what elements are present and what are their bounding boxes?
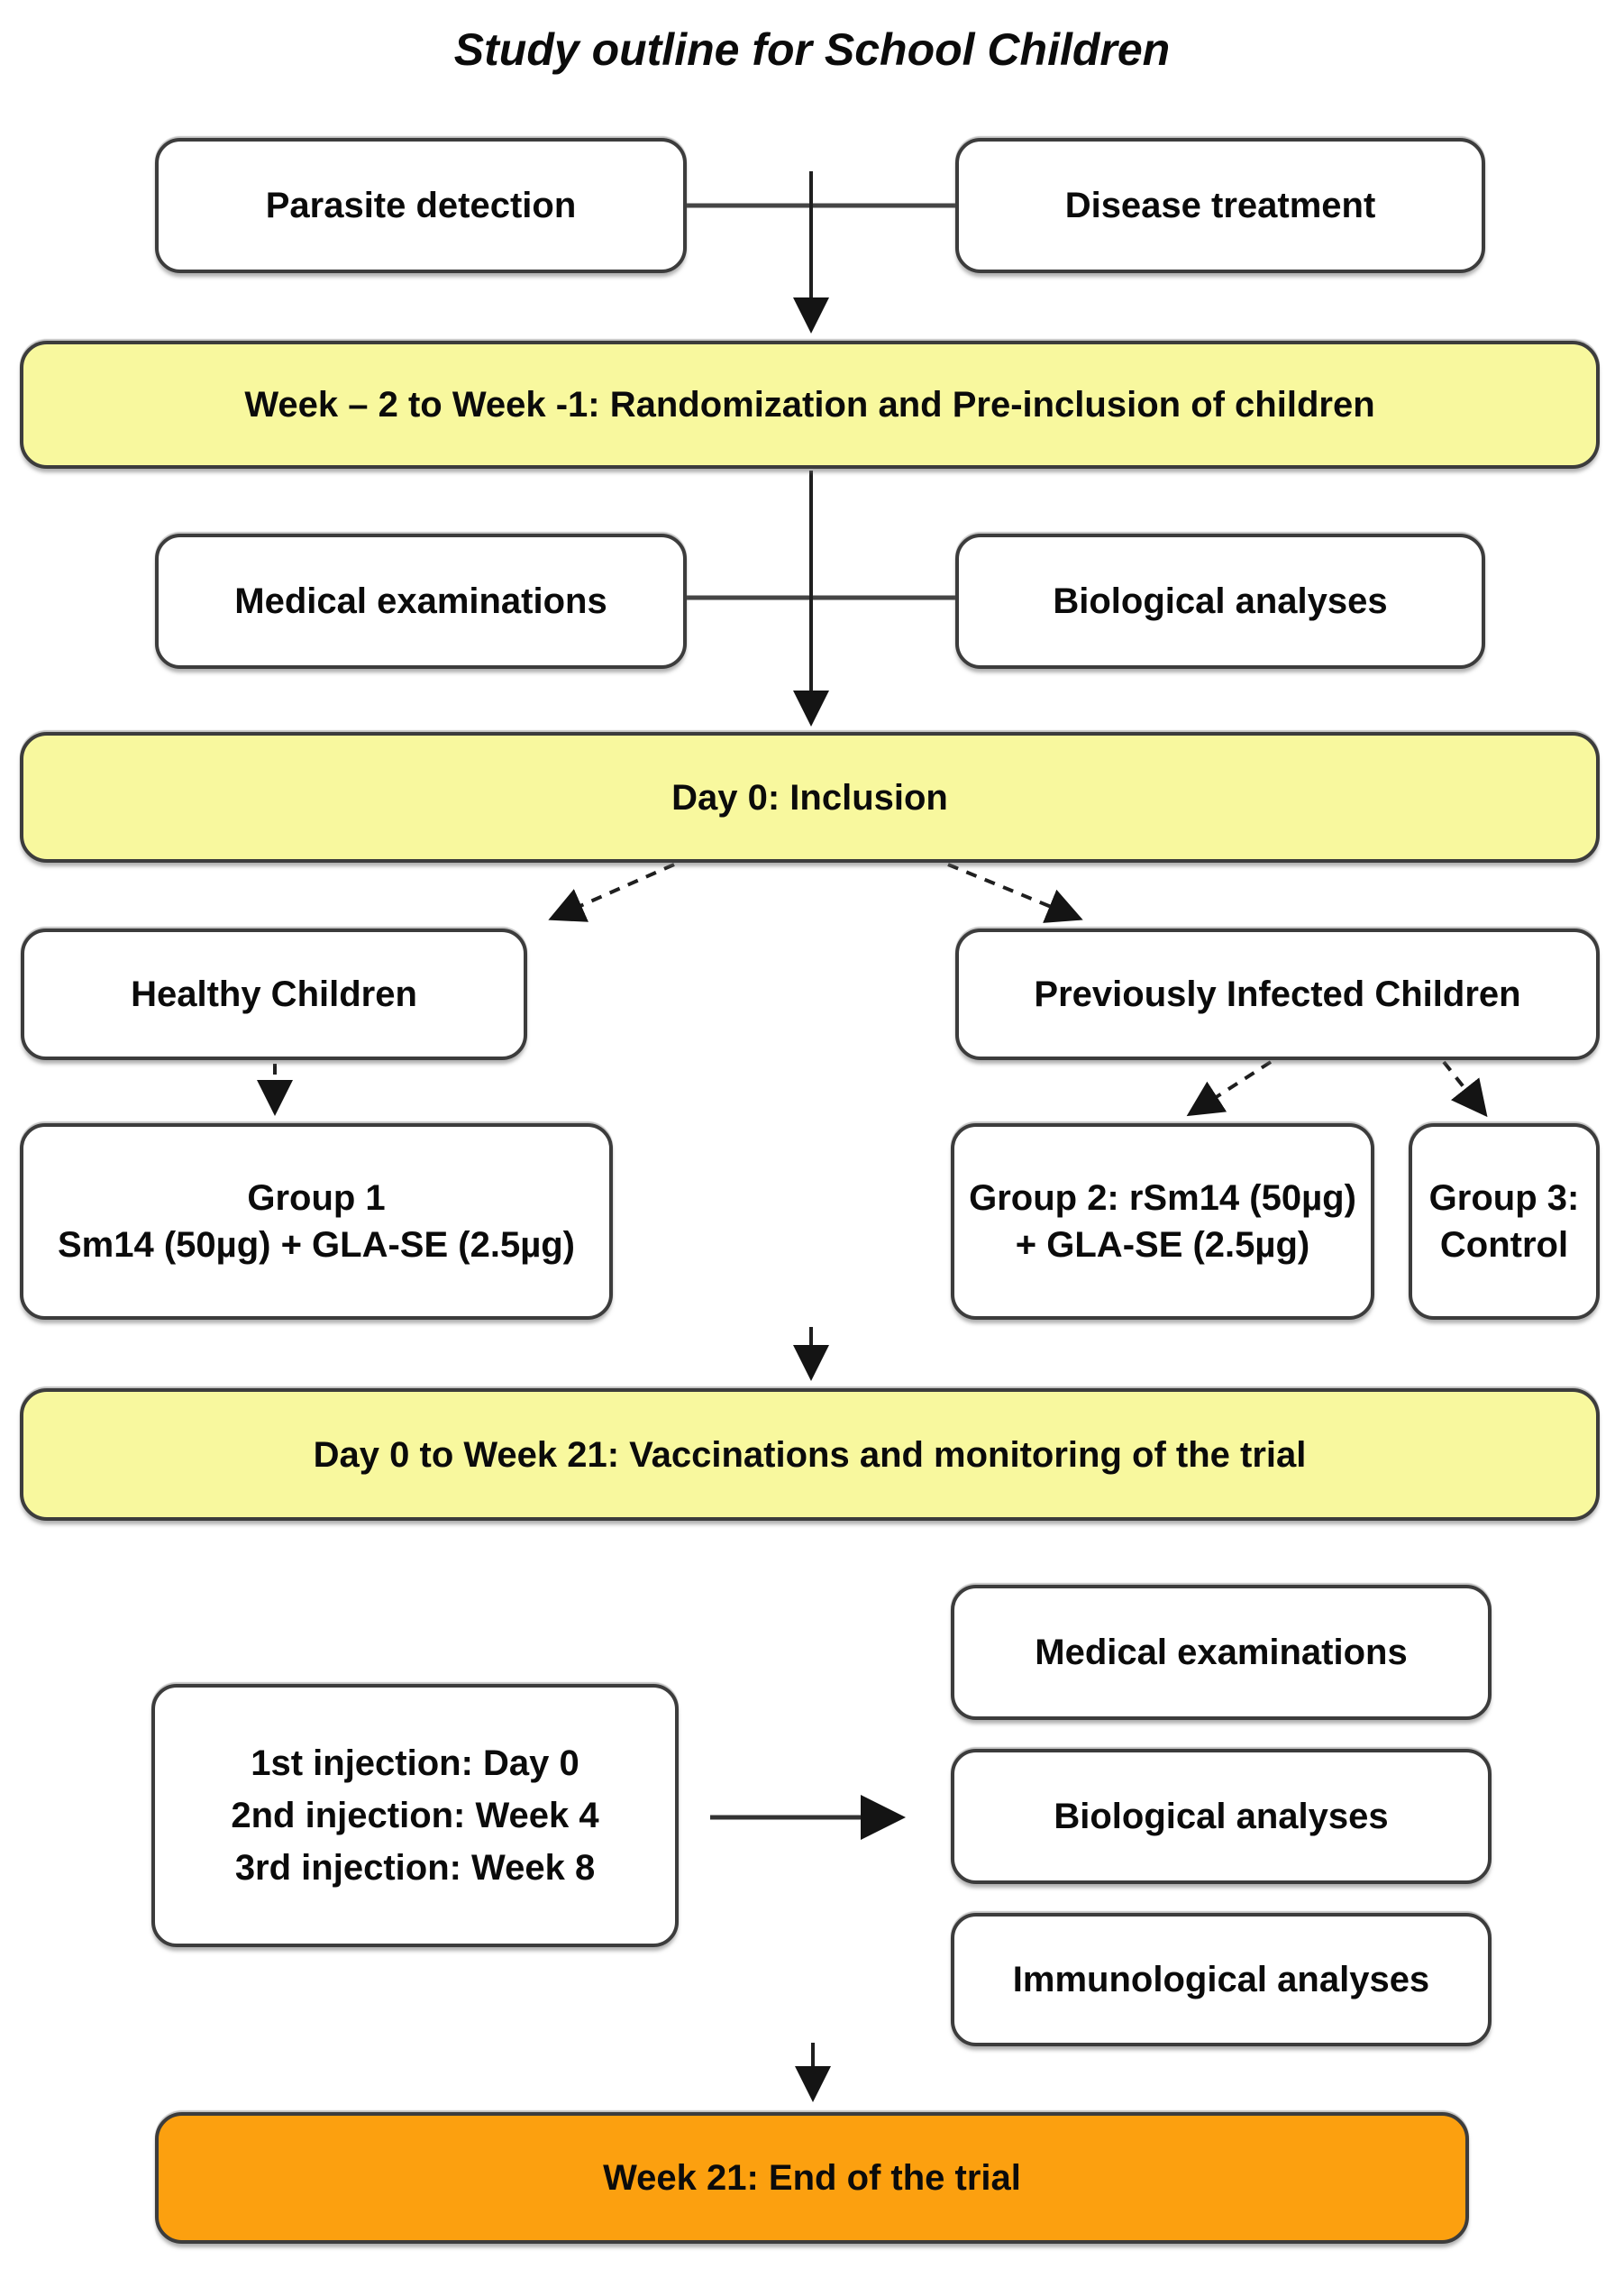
disease-treatment-box: Disease treatment xyxy=(955,138,1485,273)
dashed-arrow-to-group3 xyxy=(1442,1060,1488,1118)
biological-analyses-pre-label: Biological analyses xyxy=(1053,581,1388,621)
biological-analyses-trial-label: Biological analyses xyxy=(1054,1797,1389,1836)
biological-analyses-trial-box: Biological analyses xyxy=(951,1749,1492,1884)
immunological-analyses-box: Immunological analyses xyxy=(951,1913,1492,2046)
inclusion-stage-bar: Day 0: Inclusion xyxy=(20,732,1600,863)
injection-line2: 2nd injection: Week 4 xyxy=(231,1796,599,1835)
healthy-children-box: Healthy Children xyxy=(21,929,527,1060)
group3-line1: Group 3: xyxy=(1428,1178,1580,1218)
injection-line3: 3rd injection: Week 8 xyxy=(234,1848,596,1888)
randomization-stage-label: Week – 2 to Week -1: Randomization and P… xyxy=(244,385,1375,425)
medical-examinations-pre-label: Medical examinations xyxy=(234,581,607,621)
group1-line1: Group 1 xyxy=(247,1178,386,1218)
disease-treatment-label: Disease treatment xyxy=(1064,186,1376,225)
group1-line2: Sm14 (50µg) + GLA-SE (2.5µg) xyxy=(57,1225,575,1265)
previously-infected-children-label: Previously Infected Children xyxy=(1034,974,1521,1014)
group3-line2: Control xyxy=(1439,1225,1569,1265)
inclusion-stage-label: Day 0: Inclusion xyxy=(671,777,948,818)
immunological-analyses-label: Immunological analyses xyxy=(1012,1960,1430,1999)
injection-line1: 1st injection: Day 0 xyxy=(251,1743,579,1783)
dashed-arrow-to-previously-infected xyxy=(947,863,1083,923)
end-of-trial-label: Week 21: End of the trial xyxy=(603,2158,1021,2198)
medical-examinations-trial-label: Medical examinations xyxy=(1035,1633,1408,1672)
dashed-arrow-to-group2 xyxy=(1186,1060,1273,1117)
previously-infected-children-box: Previously Infected Children xyxy=(955,929,1600,1060)
parasite-detection-box: Parasite detection xyxy=(155,138,687,273)
vaccination-stage-label: Day 0 to Week 21: Vaccinations and monit… xyxy=(313,1434,1307,1475)
injection-schedule-box: 1st injection: Day 0 2nd injection: Week… xyxy=(151,1684,679,1947)
parasite-detection-label: Parasite detection xyxy=(265,186,577,225)
randomization-stage-bar: Week – 2 to Week -1: Randomization and P… xyxy=(20,341,1600,469)
vaccination-stage-bar: Day 0 to Week 21: Vaccinations and monit… xyxy=(20,1388,1600,1521)
biological-analyses-pre-box: Biological analyses xyxy=(955,534,1485,669)
group2-line1: Group 2: rSm14 (50µg) xyxy=(969,1178,1356,1218)
group2-box: Group 2: rSm14 (50µg) + GLA-SE (2.5µg) xyxy=(951,1123,1374,1320)
medical-examinations-trial-box: Medical examinations xyxy=(951,1585,1492,1720)
medical-examinations-pre-box: Medical examinations xyxy=(155,534,687,669)
diagram-title: Study outline for School Children xyxy=(453,24,1171,75)
dashed-arrow-to-healthy-children xyxy=(548,863,675,922)
end-of-trial-bar: Week 21: End of the trial xyxy=(155,2112,1469,2244)
healthy-children-label: Healthy Children xyxy=(131,974,417,1014)
group2-line2: + GLA-SE (2.5µg) xyxy=(1015,1225,1310,1265)
group3-box: Group 3: Control xyxy=(1409,1123,1600,1320)
group1-box: Group 1 Sm14 (50µg) + GLA-SE (2.5µg) xyxy=(20,1123,613,1320)
